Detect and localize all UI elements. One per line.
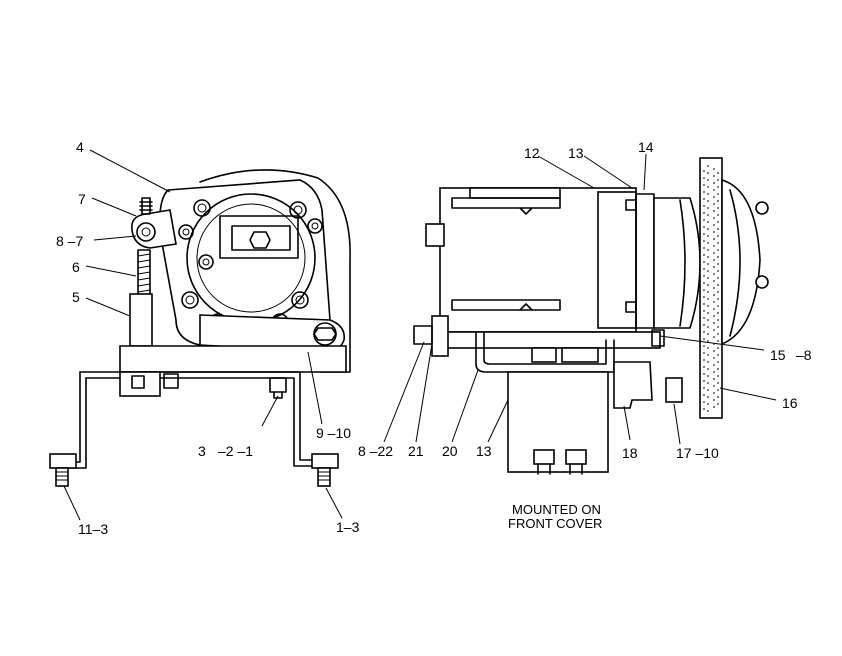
front-plate xyxy=(635,193,655,329)
callout-5: 5 xyxy=(72,289,80,305)
callout-12: 12 xyxy=(524,145,540,161)
leader-lines-left xyxy=(63,149,343,521)
support-block xyxy=(507,371,609,473)
callout-8-22: 8 –22 xyxy=(358,443,393,459)
callout-15: 15 xyxy=(770,347,786,363)
center-slot xyxy=(219,215,299,259)
callout-21: 21 xyxy=(408,443,424,459)
flange-inner-ring xyxy=(196,203,306,313)
mount-bracket xyxy=(439,331,661,349)
callout-17-10: 17 –10 xyxy=(676,445,719,461)
rear-bolt xyxy=(425,223,445,247)
bottom-right-bolt xyxy=(311,453,339,487)
left-bolt-stack xyxy=(431,315,449,357)
bracket-bolt xyxy=(269,377,287,393)
callout-8-7: 8 –7 xyxy=(56,233,83,249)
pulley-hub xyxy=(653,197,701,329)
callout-7: 7 xyxy=(78,191,86,207)
front-housing xyxy=(597,191,637,329)
spacer-block xyxy=(129,293,153,347)
top-bolt xyxy=(141,197,151,215)
mounting-note-line2: FRONT COVER xyxy=(508,516,602,531)
callout-4: 4 xyxy=(76,139,84,155)
u-strap xyxy=(475,331,615,373)
callout-1-3: 1–3 xyxy=(336,519,360,535)
pulley-face xyxy=(721,178,761,346)
callout-9-10: 9 –10 xyxy=(316,425,351,441)
slot-inner xyxy=(231,225,291,251)
callout-8-right: –8 xyxy=(796,347,812,363)
callout-11-3: 11–3 xyxy=(78,521,108,537)
shaft-hex xyxy=(249,231,271,249)
side-bolt xyxy=(665,377,683,403)
top-strap xyxy=(469,187,561,199)
base-block xyxy=(119,345,347,373)
bottom-left-bolt xyxy=(49,453,77,487)
callout-14: 14 xyxy=(638,139,654,155)
side-bracket xyxy=(613,361,653,409)
mounting-note-line1: MOUNTED ON xyxy=(512,502,601,517)
callout-13-bottom: 13 xyxy=(476,443,492,459)
pulley-belt xyxy=(699,157,723,419)
callout-2-1: –2 –1 xyxy=(218,443,253,459)
callout-20: 20 xyxy=(442,443,458,459)
callout-18: 18 xyxy=(622,445,638,461)
mounting-bracket xyxy=(79,371,317,461)
pivot-bolt xyxy=(136,222,156,242)
callout-13-top: 13 xyxy=(568,145,584,161)
leader-lines-right xyxy=(383,153,777,445)
callout-6: 6 xyxy=(72,259,80,275)
housing-outline xyxy=(199,169,351,373)
callout-3: 3 xyxy=(198,443,206,459)
callout-16: 16 xyxy=(782,395,798,411)
side-view-assembly xyxy=(413,157,769,475)
end-view-assembly xyxy=(49,169,351,487)
